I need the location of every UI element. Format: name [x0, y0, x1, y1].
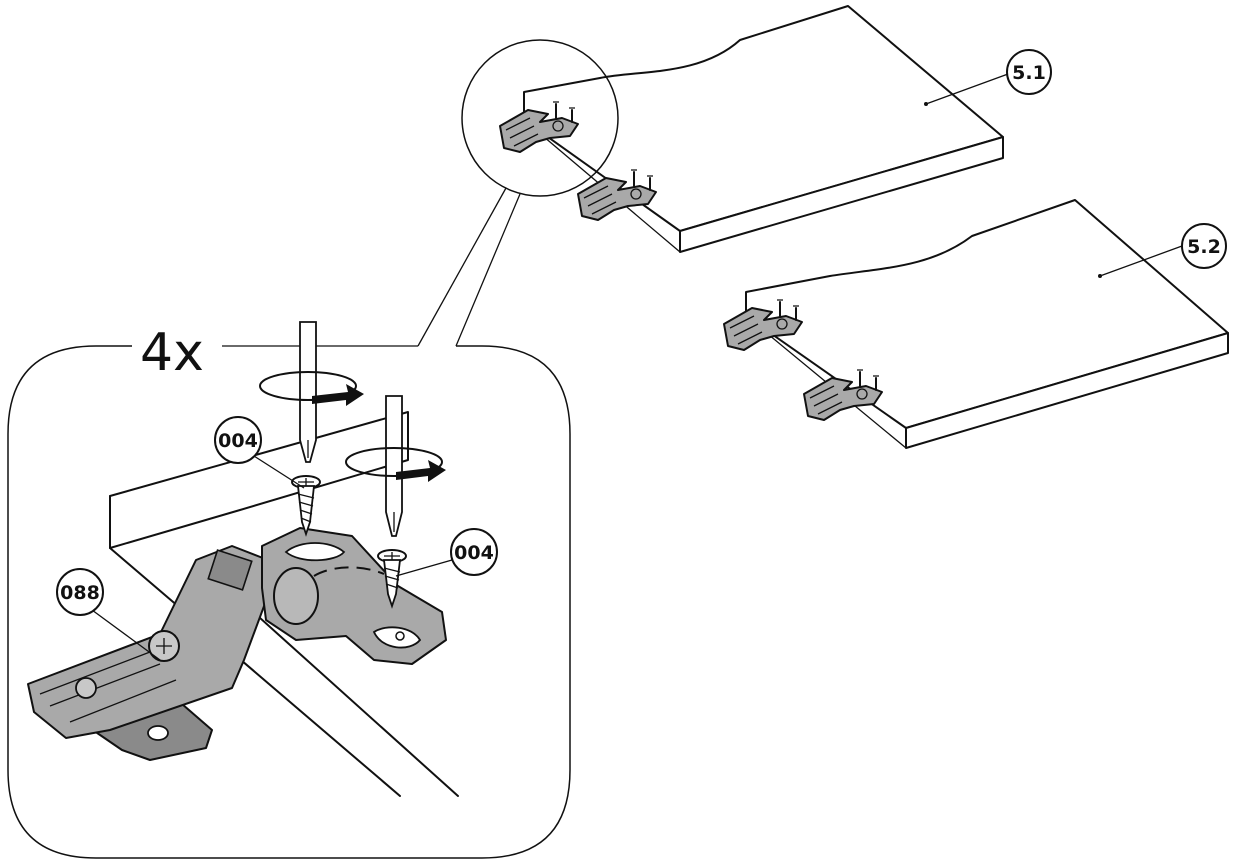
magnifier-circle [417, 39, 619, 347]
callout-screw-left: 004 [214, 416, 305, 489]
panel-label-5-2: 5.2 [1181, 223, 1227, 269]
svg-text:004: 004 [218, 430, 258, 452]
callout-hinge: 088 [56, 568, 161, 661]
svg-text:5.1: 5.1 [1012, 62, 1046, 84]
panel-5-2 [723, 199, 1229, 449]
screw-icon [377, 549, 407, 609]
screwdriver-icon [385, 395, 403, 537]
rotate-clockwise-icon [259, 371, 364, 406]
svg-text:004: 004 [454, 542, 494, 564]
detail-frame: 4x [7, 323, 571, 859]
svg-text:5.2: 5.2 [1187, 236, 1221, 258]
screwdriver-icon [299, 321, 317, 463]
svg-text:088: 088 [60, 582, 100, 604]
hinge-icon [27, 527, 447, 761]
multiplier-label: 4x [140, 323, 204, 383]
panel-label-5-1: 5.1 [1006, 49, 1052, 95]
detail-board [109, 411, 459, 797]
screw-icon [291, 475, 321, 537]
panel-5-1 [499, 5, 1009, 253]
rotate-clockwise-icon [345, 447, 446, 482]
callout-screw-right: 004 [395, 528, 498, 577]
